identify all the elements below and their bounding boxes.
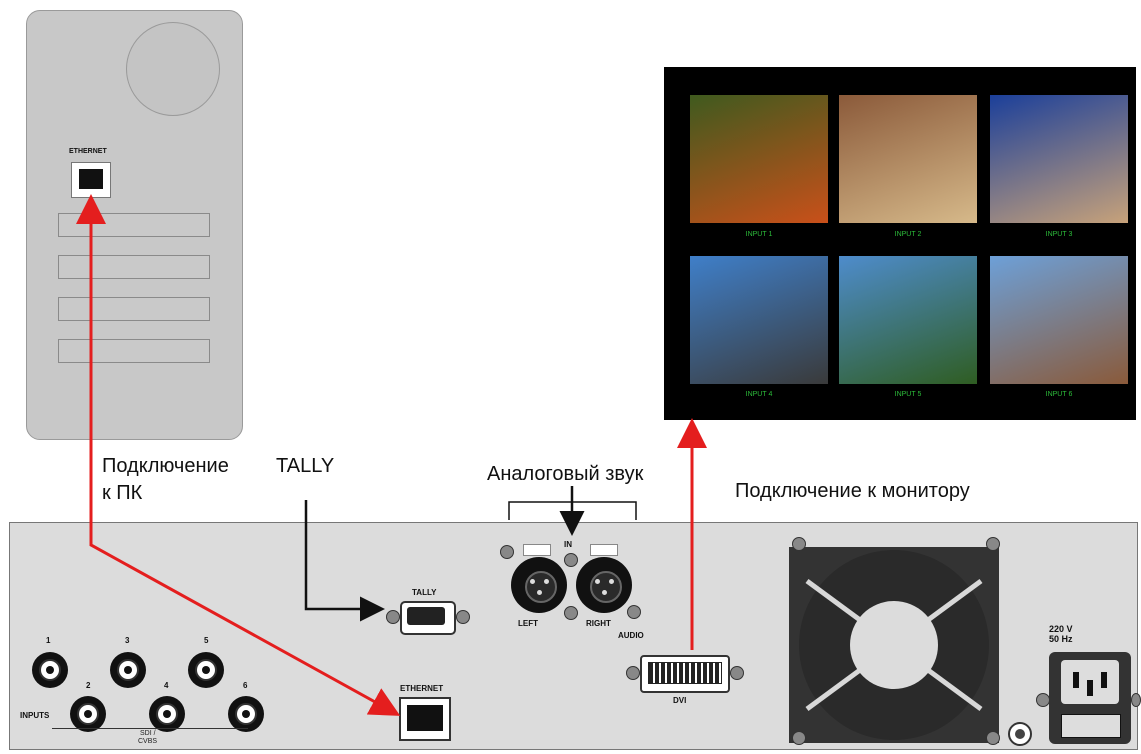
bnc-input-connector-3[interactable] bbox=[110, 652, 146, 688]
input-thumbnail-2 bbox=[839, 95, 977, 223]
screw-icon bbox=[792, 731, 806, 745]
input-thumbnail-4 bbox=[690, 256, 828, 384]
input-caption-2: INPUT 2 bbox=[894, 231, 922, 238]
input-caption-1: INPUT 1 bbox=[745, 231, 773, 238]
sdi-bracket-line bbox=[52, 728, 248, 729]
input-caption-5: INPUT 5 bbox=[894, 391, 922, 398]
pc-drive-bay bbox=[58, 297, 210, 321]
cooling-fan bbox=[789, 547, 999, 743]
pc-fan-grille bbox=[126, 22, 220, 116]
xlr-latch-left bbox=[523, 544, 551, 556]
screw-icon bbox=[626, 666, 640, 680]
audio-in-label: IN bbox=[564, 540, 572, 549]
pc-ethernet-label: ETHERNET bbox=[69, 148, 107, 155]
xlr-left-connector[interactable] bbox=[511, 557, 567, 613]
fuse-holder-icon bbox=[1061, 714, 1121, 738]
power-rating-line2: 50 Hz bbox=[1049, 634, 1073, 644]
sdi-label-line1: SDI / bbox=[140, 730, 156, 737]
screw-icon bbox=[986, 731, 1000, 745]
bnc-input-connector-6[interactable] bbox=[228, 696, 264, 732]
panel-ethernet-label: ETHERNET bbox=[400, 684, 444, 693]
dvi-label: DVI bbox=[673, 696, 687, 705]
fan-blades-icon bbox=[799, 550, 989, 740]
input-thumbnail-5 bbox=[839, 256, 977, 384]
bnc-input-connector-4[interactable] bbox=[149, 696, 185, 732]
bnc-number-4: 4 bbox=[164, 681, 169, 690]
bnc-number-6: 6 bbox=[243, 681, 248, 690]
input-caption-6: INPUT 6 bbox=[1045, 391, 1073, 398]
audio-label: AUDIO bbox=[618, 631, 644, 640]
sdi-label-line2: CVBS bbox=[138, 738, 158, 745]
screw-icon bbox=[1036, 693, 1050, 707]
power-rating-line1: 220 V bbox=[1049, 624, 1073, 634]
dvi-port[interactable] bbox=[640, 655, 730, 693]
pc-connection-label-line2: к ПК bbox=[102, 482, 143, 504]
bnc-input-connector-2[interactable] bbox=[70, 696, 106, 732]
bnc-input-connector-5[interactable] bbox=[188, 652, 224, 688]
xlr-latch-right bbox=[590, 544, 618, 556]
analog-audio-label: Аналоговый звук bbox=[487, 463, 644, 485]
tally-db9-port[interactable] bbox=[400, 601, 456, 635]
power-inlet bbox=[1049, 652, 1131, 744]
input-caption-4: INPUT 4 bbox=[745, 391, 773, 398]
screw-icon bbox=[792, 537, 806, 551]
screw-icon bbox=[386, 610, 400, 624]
xlr-right-connector[interactable] bbox=[576, 557, 632, 613]
input-caption-3: INPUT 3 bbox=[1045, 231, 1073, 238]
tally-port-label: TALLY bbox=[412, 588, 437, 597]
screw-icon bbox=[986, 537, 1000, 551]
screw-icon bbox=[456, 610, 470, 624]
panel-ethernet-port[interactable] bbox=[399, 697, 451, 741]
bnc-number-2: 2 bbox=[86, 681, 91, 690]
screw-icon bbox=[564, 553, 578, 567]
multiviewer-monitor: INPUT 1 INPUT 2 INPUT 3 INPUT 4 INPUT 5 … bbox=[664, 67, 1136, 420]
input-thumbnail-6 bbox=[990, 256, 1128, 384]
pc-connection-label-line1: Подключение bbox=[102, 455, 229, 477]
bnc-number-1: 1 bbox=[46, 636, 51, 645]
screw-icon bbox=[730, 666, 744, 680]
ethernet-cable-arrow-panel bbox=[89, 540, 401, 716]
inputs-label: INPUTS bbox=[20, 711, 50, 720]
pc-drive-bay bbox=[58, 255, 210, 279]
screw-icon bbox=[627, 605, 641, 619]
tally-label: TALLY bbox=[276, 455, 335, 477]
bnc-number-5: 5 bbox=[204, 636, 209, 645]
bnc-input-connector-1[interactable] bbox=[32, 652, 68, 688]
audio-right-label: RIGHT bbox=[586, 619, 611, 628]
screw-icon bbox=[500, 545, 514, 559]
audio-left-label: LEFT bbox=[518, 619, 538, 628]
screw-icon bbox=[564, 606, 578, 620]
pc-drive-bay bbox=[58, 339, 210, 363]
input-thumbnail-3 bbox=[990, 95, 1128, 223]
input-thumbnail-1 bbox=[690, 95, 828, 223]
ground-terminal-icon bbox=[1008, 722, 1032, 746]
tally-arrow bbox=[304, 500, 385, 622]
bnc-number-3: 3 bbox=[125, 636, 130, 645]
monitor-connection-label: Подключение к монитору bbox=[735, 480, 970, 502]
